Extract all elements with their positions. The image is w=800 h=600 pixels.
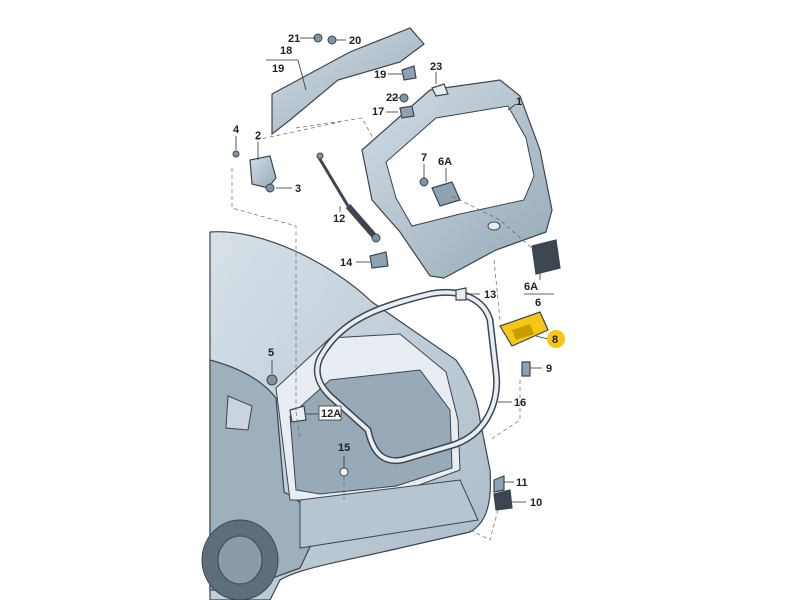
label-8: 8	[552, 334, 558, 346]
label-19: 19	[374, 69, 386, 81]
car-body	[201, 231, 492, 600]
label-5: 5	[268, 347, 274, 359]
part-misc	[232, 33, 531, 511]
part-spoiler	[271, 27, 425, 136]
label-10: 10	[530, 497, 542, 509]
label-20: 20	[349, 35, 361, 47]
label-21: 21	[288, 33, 300, 45]
part-gas-strut	[316, 152, 381, 243]
label-15: 15	[338, 442, 350, 454]
label-3: 3	[295, 183, 301, 195]
label-14: 14	[340, 257, 353, 269]
label-6a-top: 6A	[438, 156, 452, 168]
assembly-lines	[231, 117, 535, 541]
label-17: 17	[372, 106, 384, 118]
label-18: 18	[280, 45, 292, 57]
label-19-sub: 19	[272, 63, 284, 75]
part-tailgate	[361, 79, 553, 279]
label-6: 6	[535, 297, 541, 309]
label-16: 16	[514, 397, 526, 409]
label-8-badge	[547, 330, 565, 348]
label-12a: 12A	[321, 408, 341, 420]
part-lock-8	[499, 311, 549, 347]
label-6a-bottom: 6A	[524, 281, 538, 293]
label-9: 9	[546, 363, 552, 375]
label-12a-box	[318, 405, 342, 421]
label-22: 22	[386, 92, 398, 104]
part-hinge-2	[249, 155, 277, 189]
callouts: 21 20 18 19 19 23 22 1 17 4 2 3 7 6A 12 …	[233, 33, 565, 509]
label-23: 23	[430, 61, 442, 73]
label-13: 13	[484, 289, 496, 301]
part-seal	[313, 289, 501, 465]
label-1: 1	[516, 96, 522, 108]
label-7: 7	[421, 152, 427, 164]
label-12: 12	[333, 213, 345, 225]
part-camera-6	[531, 239, 561, 275]
label-11: 11	[516, 477, 528, 489]
label-2: 2	[255, 130, 261, 142]
label-4: 4	[233, 124, 240, 136]
